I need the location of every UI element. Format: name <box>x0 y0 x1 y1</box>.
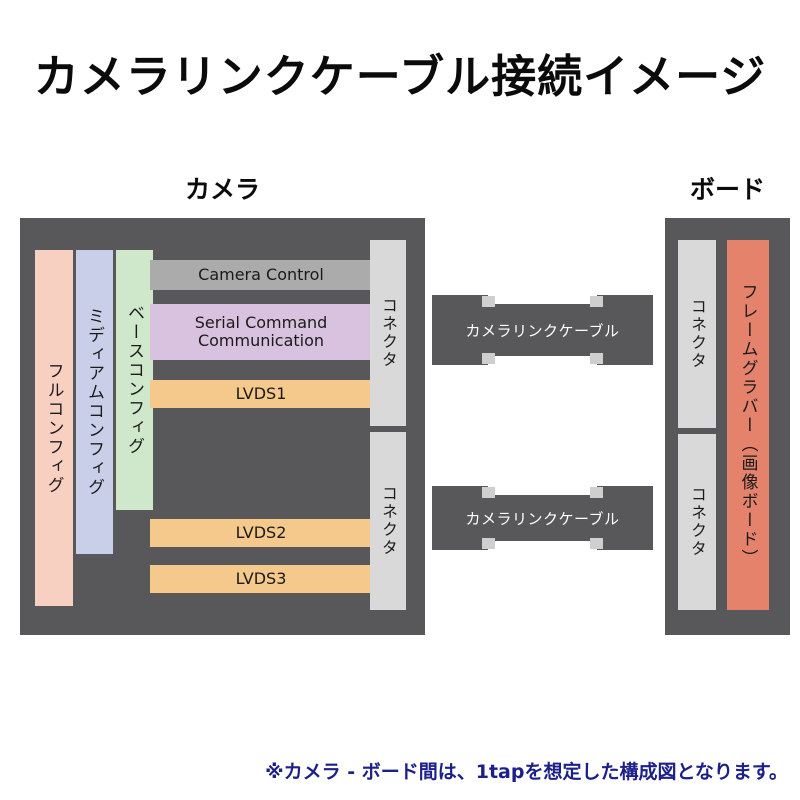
cable-2-wire <box>482 495 603 541</box>
camera-connector-2-label: コネクタ <box>379 485 398 557</box>
cable-1-latch-bottom-left <box>482 353 495 364</box>
cable-1-latch-bottom-right <box>590 353 603 364</box>
cable-1-wire <box>482 304 603 356</box>
framegrabber-strip: フレームグラバー（画像ボード） <box>727 240 769 610</box>
camera-link-cable-2: カメラリンクケーブル <box>432 486 653 550</box>
cable-1-plug-right <box>597 295 653 365</box>
cable-2-label: カメラリンクケーブル <box>465 509 620 528</box>
cable-2-latch-bottom-right <box>590 538 603 549</box>
config-label-medium: ミディアムコンフィグ <box>84 307 104 497</box>
cable-1-label: カメラリンクケーブル <box>465 321 620 340</box>
camera-connector-1-label: コネクタ <box>379 297 398 369</box>
config-strip-base: ベースコンフィグ <box>116 250 153 510</box>
board-connector-2: コネクタ <box>678 434 716 610</box>
board-zone-label: ボード <box>689 175 765 204</box>
camera-link-cable-1: カメラリンクケーブル <box>432 295 653 365</box>
camera-box: フルコンフィグ ミディアムコンフィグ ベースコンフィグ Camera Contr… <box>20 218 425 635</box>
config-strip-medium: ミディアムコンフィグ <box>76 250 113 554</box>
signal-bar-serial-command: Serial Command Communication <box>150 304 372 360</box>
signal-label-lvds2: LVDS2 <box>235 522 287 542</box>
config-label-full: フルコンフィグ <box>43 361 64 495</box>
signal-label-serial-command: Serial Command Communication <box>194 312 328 350</box>
camera-zone-label: カメラ <box>184 175 260 204</box>
config-strip-full: フルコンフィグ <box>35 250 73 606</box>
cable-2-latch-top-left <box>482 487 495 498</box>
cable-2-plug-right <box>597 486 653 550</box>
signal-label-lvds1: LVDS1 <box>235 383 287 403</box>
signal-bar-camera-control: Camera Control <box>150 260 372 290</box>
signal-label-camera-control: Camera Control <box>198 264 324 284</box>
board-connector-1-label: コネクタ <box>688 298 707 370</box>
cable-2-latch-top-right <box>590 487 603 498</box>
board-connector-2-label: コネクタ <box>688 486 707 558</box>
footnote: ※カメラ - ボード間は、1tapを想定した構成図となります。 <box>265 761 788 783</box>
signal-label-lvds3: LVDS3 <box>235 568 287 588</box>
cable-1-plug-left <box>432 295 488 365</box>
cable-1-latch-top-right <box>590 296 603 307</box>
cable-1-latch-top-left <box>482 296 495 307</box>
config-label-base: ベースコンフィグ <box>124 304 144 456</box>
board-connector-1: コネクタ <box>678 240 716 428</box>
diagram-title: カメラリンクケーブル接続イメージ <box>33 50 767 103</box>
board-box: コネクタ コネクタ フレームグラバー（画像ボード） <box>665 218 790 635</box>
signal-bar-lvds2: LVDS2 <box>150 519 372 547</box>
cable-2-plug-left <box>432 486 488 550</box>
cable-2-latch-bottom-left <box>482 538 495 549</box>
signal-bar-lvds3: LVDS3 <box>150 565 372 593</box>
signal-bar-lvds1: LVDS1 <box>150 380 372 408</box>
camera-connector-1: コネクタ <box>370 240 406 426</box>
framegrabber-label: フレームグラバー（画像ボード） <box>737 282 758 568</box>
camera-connector-2: コネクタ <box>370 432 406 610</box>
